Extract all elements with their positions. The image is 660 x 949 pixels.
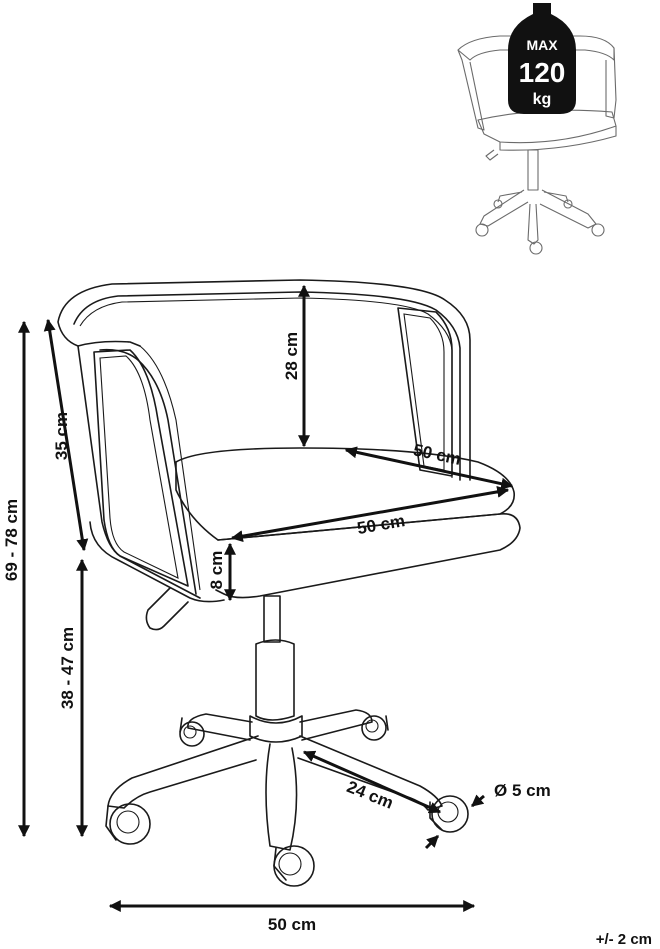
dimension-arrows [18,284,514,912]
max-weight-badge: MAX 120 kg [508,3,576,114]
base-width-label: 50 cm [268,915,316,934]
badge-line-unit: kg [533,91,552,108]
wheel-right [429,795,469,833]
total-height-label: 69 - 78 cm [2,499,21,581]
seat-height-label: 38 - 47 cm [58,627,77,709]
wheel-front [273,845,315,887]
wheel-left [105,803,151,845]
badge-line-value: 120 [519,57,566,88]
badge-line-max: MAX [526,37,558,53]
seat-thickness-label: 8 cm [207,551,226,590]
backrest-inner-height-label: 28 cm [282,332,301,380]
wheel-diameter-label: Ø 5 cm [494,781,551,800]
wheel-back-right [361,715,389,741]
tolerance-label: +/- 2 cm [596,931,652,948]
wheel-back-left [179,717,205,747]
backrest-outer-height-label: 35 cm [52,412,71,460]
